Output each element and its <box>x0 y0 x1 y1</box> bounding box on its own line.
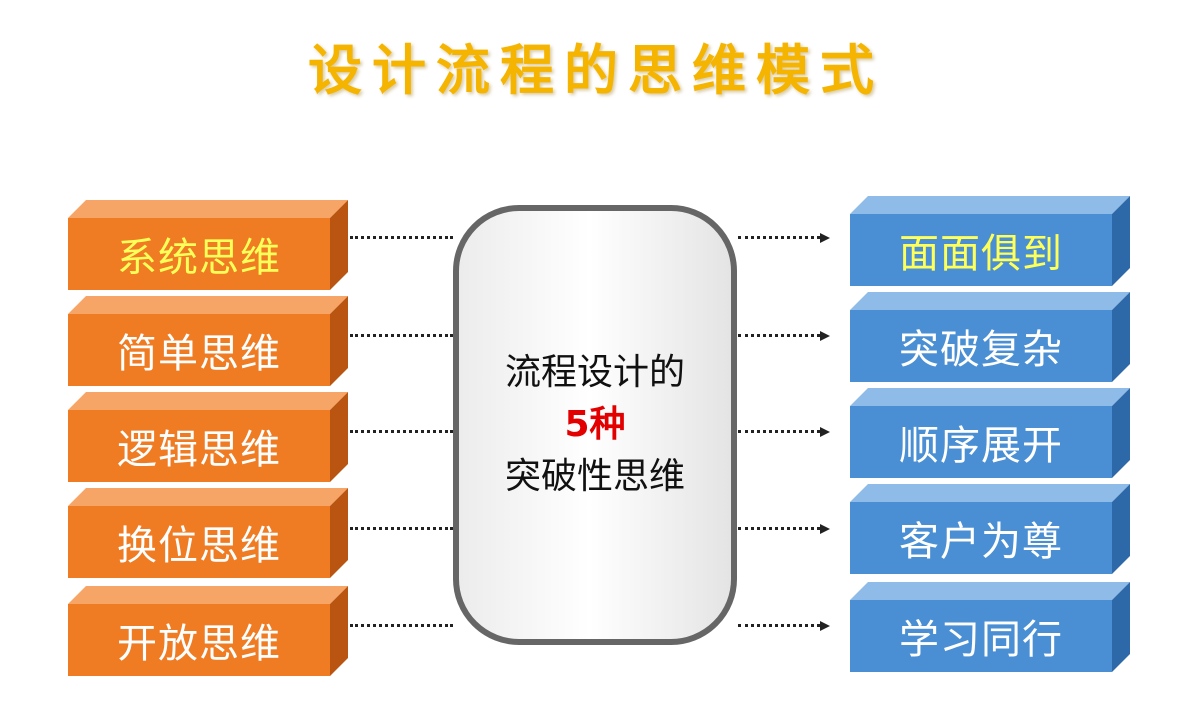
left-box-label: 开放思维 <box>68 604 330 676</box>
center-concept-box: 流程设计的 5种 突破性思维 <box>453 205 737 645</box>
left-box-label: 系统思维 <box>68 218 330 290</box>
left-box-2: 简单思维 <box>68 296 348 386</box>
arrow-head-icon <box>820 427 830 437</box>
connector-line <box>738 236 820 239</box>
connector-line <box>738 624 820 627</box>
arrow-head-icon <box>820 233 830 243</box>
connector-line <box>738 527 820 530</box>
center-line-2: 5种 <box>564 404 626 445</box>
connector-line <box>738 430 820 433</box>
right-box-label: 突破复杂 <box>850 310 1112 382</box>
right-box-3: 顺序展开 <box>850 388 1130 478</box>
left-box-4: 换位思维 <box>68 488 348 578</box>
left-box-label: 换位思维 <box>68 506 330 578</box>
connector-line <box>350 236 453 239</box>
center-line-3: 突破性思维 <box>504 456 685 497</box>
arrow-head-icon <box>820 331 830 341</box>
right-box-2: 突破复杂 <box>850 292 1130 382</box>
right-box-1: 面面俱到 <box>850 196 1130 286</box>
arrow-head-icon <box>820 621 830 631</box>
left-box-3: 逻辑思维 <box>68 392 348 482</box>
connector-line <box>350 334 453 337</box>
connector-line <box>350 527 453 530</box>
right-box-label: 客户为尊 <box>850 502 1112 574</box>
slide-title: 设计流程的思维模式 <box>308 38 884 102</box>
left-box-1: 系统思维 <box>68 200 348 290</box>
connector-line <box>350 624 453 627</box>
right-box-4: 客户为尊 <box>850 484 1130 574</box>
left-box-5: 开放思维 <box>68 586 348 676</box>
left-box-label: 逻辑思维 <box>68 410 330 482</box>
right-box-label: 学习同行 <box>850 600 1112 672</box>
right-box-label: 面面俱到 <box>850 214 1112 286</box>
left-box-label: 简单思维 <box>68 314 330 386</box>
arrow-head-icon <box>820 524 830 534</box>
right-box-label: 顺序展开 <box>850 406 1112 478</box>
center-line-1: 流程设计的 <box>504 352 685 393</box>
right-box-5: 学习同行 <box>850 582 1130 672</box>
connector-line <box>350 430 453 433</box>
connector-line <box>738 334 820 337</box>
